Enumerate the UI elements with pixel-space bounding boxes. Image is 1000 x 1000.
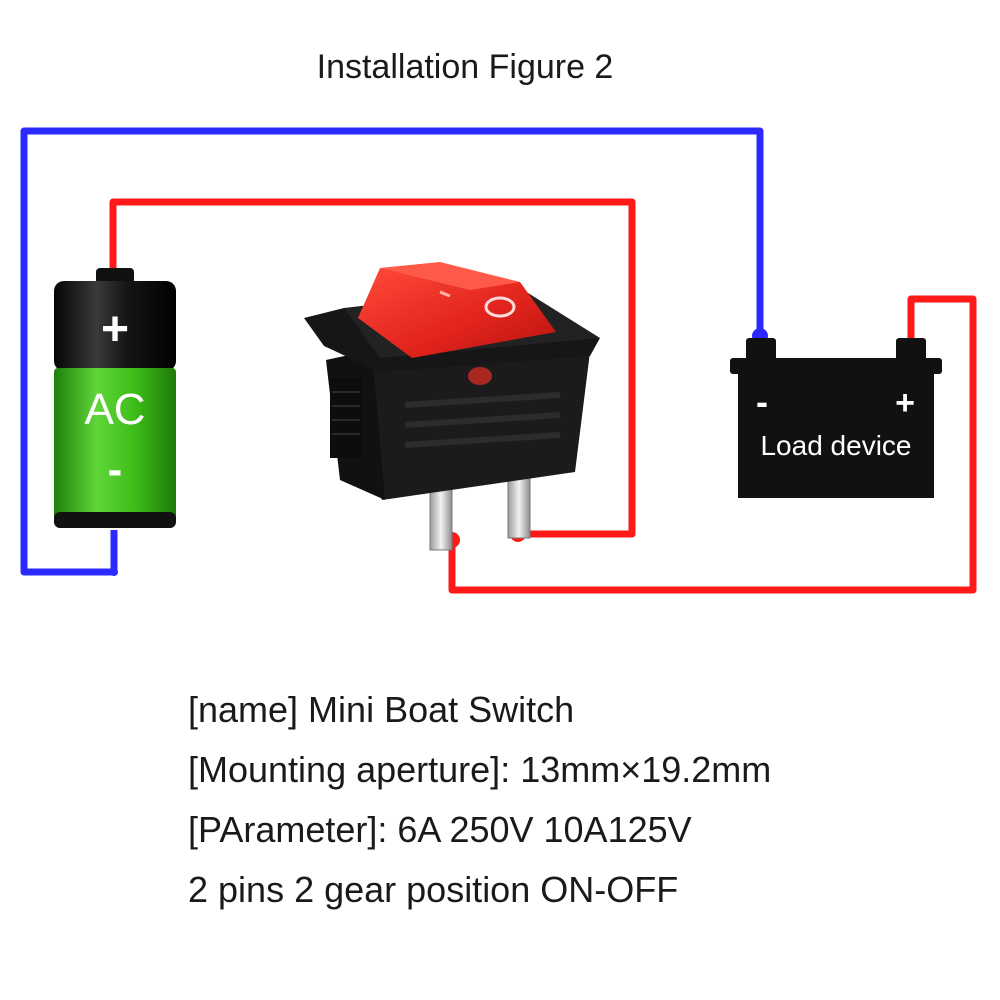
positive-wire-switch-to-load: [448, 295, 977, 594]
load-minus-label: -: [756, 381, 768, 422]
battery-body-top: [54, 281, 176, 371]
wiring-diagram: + AC - - + Load: [20, 127, 977, 594]
rocker-switch: [304, 262, 600, 551]
positive-wire-battery-to-switch: [109, 198, 636, 538]
load-plus-label: +: [895, 384, 915, 422]
battery-plus-label: +: [101, 303, 129, 356]
specifications: [name] Mini Boat Switch [Mounting apertu…: [188, 680, 771, 920]
spec-positions: 2 pins 2 gear position ON-OFF: [188, 869, 679, 910]
spec-mounting-aperture: [Mounting aperture]: 13mm×19.2mm: [188, 749, 772, 790]
negative-wire-end-battery: [110, 568, 118, 576]
battery-body-fill: [54, 368, 176, 520]
switch-rocker: [358, 268, 556, 358]
battery-minus-label: -: [108, 445, 123, 494]
negative-wire: [20, 127, 764, 576]
battery-type-label: AC: [84, 385, 145, 434]
switch-off-symbol: [484, 296, 516, 318]
switch-pin-right: [507, 477, 531, 539]
load-device-label: Load device: [760, 430, 911, 461]
spec-parameter: [PArameter]: 6A 250V 10A125V: [188, 809, 692, 850]
battery: + AC -: [54, 268, 176, 528]
load-device-body: [738, 372, 934, 498]
load-device-lid: [730, 358, 942, 374]
spec-name: [name] Mini Boat Switch: [188, 689, 575, 730]
switch-pin-left: [429, 485, 453, 551]
load-device: - + Load device: [730, 338, 942, 498]
figure-title: Installation Figure 2: [316, 48, 614, 86]
